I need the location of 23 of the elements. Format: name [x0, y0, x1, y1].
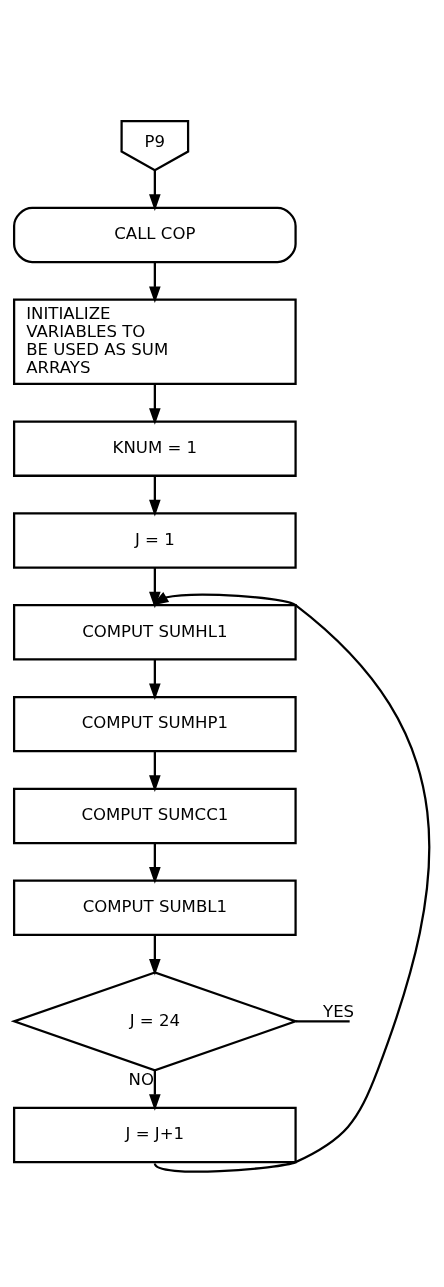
- node-box: COMPUT SUMHL1: [13, 603, 297, 660]
- node-box: COMPUT SUMBL1: [13, 879, 297, 936]
- node-box: COMPUT SUMCC1: [13, 787, 297, 844]
- node-box: KNUM = 1: [13, 419, 297, 477]
- node-box: J = 1: [13, 511, 297, 569]
- node-box: INITIALIZE VARIABLES TO BE USED AS SUM ARRAYS: [13, 298, 297, 385]
- connector: [295, 1019, 350, 1022]
- arrow: [149, 475, 161, 516]
- arrow: [149, 659, 161, 700]
- node-box: J = J+1: [13, 1106, 297, 1163]
- arrow: [149, 567, 161, 608]
- arrow: [149, 750, 161, 792]
- arrow: [149, 842, 161, 884]
- arrow: [151, 591, 431, 1173]
- arrow: [149, 934, 161, 976]
- arrow: [149, 261, 161, 303]
- edge-label: YES: [323, 1001, 355, 1021]
- node-box: CALL COP: [13, 206, 297, 263]
- arrow: [149, 169, 161, 211]
- arrow: [149, 383, 161, 425]
- node-box: COMPUT SUMHP1: [13, 695, 297, 752]
- edge-label: NO: [128, 1069, 154, 1089]
- arrow: [149, 1069, 161, 1111]
